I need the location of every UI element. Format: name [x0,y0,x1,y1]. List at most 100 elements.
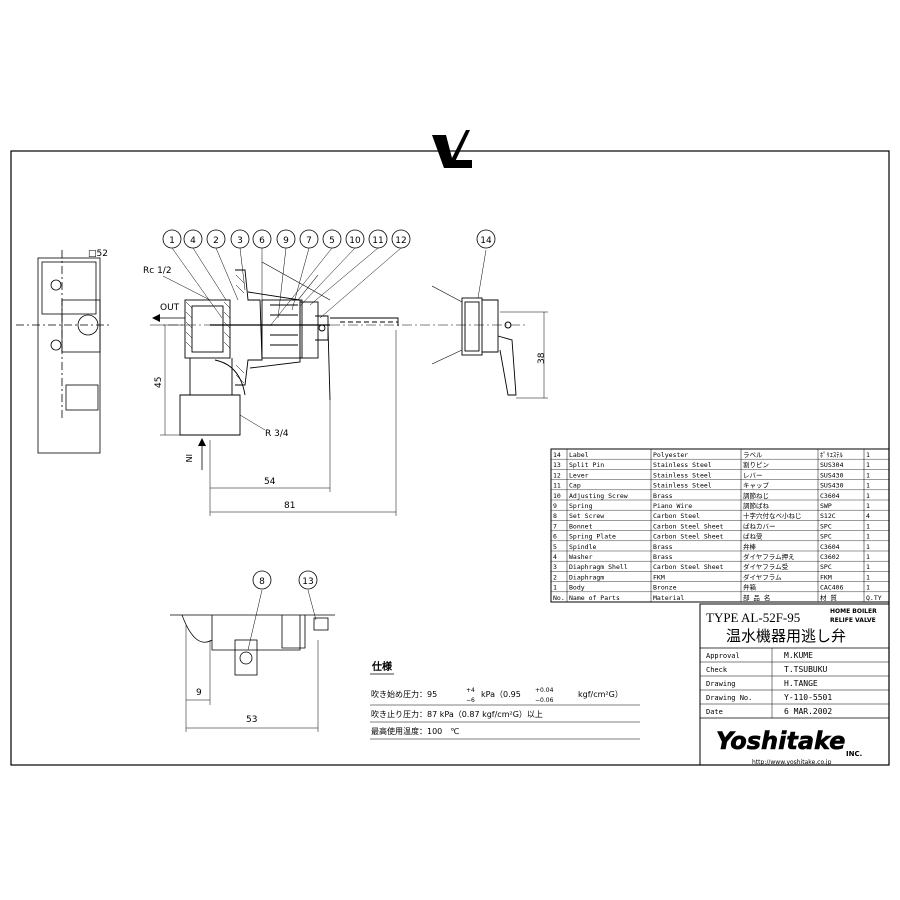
balloon-number: 3 [237,236,243,246]
title-row-value: T.TSUBUKU [784,665,828,674]
cell-material: Brass [653,492,673,500]
cell-mat_code: C3604 [820,492,840,500]
cell-jp: 弁棒 [743,542,757,551]
title-row-value: M.KUME [784,651,813,660]
side-view [16,250,110,454]
cell-name: Adjusting Screw [569,492,628,500]
cell-qty: 1 [866,553,870,561]
svg-text:14: 14 [480,236,492,246]
cell-mat_code: SPC [820,533,832,541]
balloon-number: 1 [169,236,175,246]
balloon-number: 10 [349,236,361,246]
company-name: Yoshitake [716,727,845,755]
balloon-14: 14 [476,229,496,249]
cell-qty: 1 [866,492,870,500]
cell-no: 4 [553,553,557,561]
dim-45 [160,324,185,436]
title-row-value: Y-110-5501 [784,693,832,702]
cell-qty: 1 [866,584,870,592]
balloon-group-lower: 8 13 [252,570,318,590]
cell-qty: 1 [866,502,870,510]
cell-no: No. [553,594,565,602]
dim-38-label: 38 [537,352,547,364]
cell-mat_code: C3602 [820,553,840,561]
cell-mat_code: SPC [820,563,832,571]
balloon-number: 9 [283,236,289,246]
cell-material: FKM [653,573,665,581]
jp-title: 温水機器用逃し弁 [726,627,846,645]
spec-block: 仕様 吹き始め圧力：95 +4 −6 kPa（0.95 +0.04 −0.06 … [370,660,640,740]
company-suffix: INC. [846,750,862,758]
cell-name: Bonnet [569,522,593,530]
in-arrow [198,438,206,470]
cell-jp: ラベル [743,451,763,459]
cell-material: Stainless Steel [653,482,712,490]
cell-qty: 1 [866,533,870,541]
balloon-10: 10 [299,229,365,307]
cell-no: 12 [553,471,561,479]
title-row-label: Check [706,666,728,674]
cell-mat_code: C3604 [820,543,840,551]
balloon-8: 8 [252,570,272,590]
cell-qty: 1 [866,563,870,571]
cell-material: Carbon Steel Sheet [653,522,724,530]
company-url: http://www.yoshitake.co.jp [752,759,832,766]
cell-name: Cap [569,482,581,490]
balloon-3: 3 [230,229,250,291]
cell-mat_code: SWP [820,502,832,510]
section-hatch [185,274,245,384]
type-title: TYPE AL-52F-95 [706,610,800,625]
cell-jp: ばねカバー [743,521,776,530]
cell-no: 11 [553,482,561,490]
cell-material: Carbon Steel [653,512,700,520]
spec-line3: 最高使用温度：100 ℃ [371,726,459,736]
cell-jp: 割りピン [743,460,769,469]
cell-mat_code: SUS430 [820,471,844,479]
balloon-5: 5 [269,229,342,327]
cell-jp: ばね受 [743,532,763,541]
cell-jp: ダイヤフラム受 [743,562,789,571]
cell-name: Split Pin [569,461,604,469]
cell-no: 9 [553,502,557,510]
subtitle-1: HOME BOILER [830,608,877,615]
title-row-value: 6 MAR.2002 [784,707,832,716]
cell-jp: 部 品 名 [743,593,770,602]
top-view [170,589,335,732]
cell-qty: 1 [866,522,870,530]
dim-53-label: 53 [246,715,257,725]
cell-name: Body [569,584,585,592]
cell-mat_code: SUS430 [820,482,844,490]
balloon-13: 13 [298,570,318,590]
cell-qty: 4 [866,512,870,520]
balloon-4: 4 [183,229,227,301]
title-row-drawing-no: Drawing No.Y-110-5501 [700,689,889,704]
cell-qty: 1 [866,482,870,490]
cell-no: 2 [553,573,557,581]
dim-81-label: 81 [284,501,295,511]
balloon-9: 9 [276,229,296,319]
spec-tol-down: −6 [466,697,475,704]
spec-line1-end: kgf/cm²G） [578,690,623,699]
cell-jp: レバー [743,471,763,479]
dim-54-label: 54 [264,477,276,487]
cell-no: 3 [553,563,557,571]
title-row-label: Drawing [706,680,736,688]
label-view [420,249,548,399]
cell-qty: 1 [866,451,870,459]
title-row-check: Check T.TSUBUKU [700,661,889,676]
dim-45-label: 45 [154,377,164,388]
cell-material: Brass [653,543,673,551]
spec-line1-label: 吹き始め圧力：95 [371,689,437,699]
title-block: TYPE AL-52F-95 HOME BOILER RELIFE VALVE … [699,603,890,766]
cell-name: Washer [569,553,593,561]
company-logo: Yoshitake INC. http://www.yoshitake.co.j… [712,726,877,766]
